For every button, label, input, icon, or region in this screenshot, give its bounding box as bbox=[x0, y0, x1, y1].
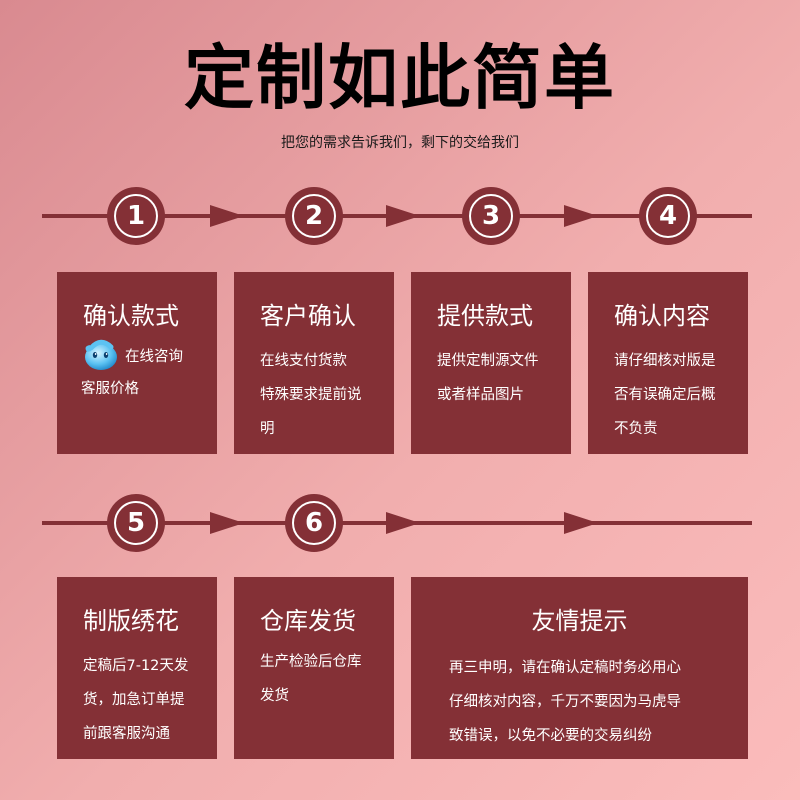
step-5-badge: 5 bbox=[107, 494, 165, 552]
step-number: 3 bbox=[481, 201, 501, 231]
step-line: 在线支付货款 bbox=[260, 353, 347, 369]
step-4-badge: 4 bbox=[639, 187, 697, 245]
step-6-badge: 6 bbox=[285, 494, 343, 552]
step-title: 提供款式 bbox=[437, 302, 533, 330]
page-subtitle: 把您的需求告诉我们，剩下的交给我们 bbox=[281, 135, 519, 151]
step-line: 客服价格 bbox=[81, 381, 139, 397]
flow-arrow bbox=[210, 205, 244, 227]
step-description: 请仔细核对版是 否有误确定后概 不负责 bbox=[614, 344, 734, 446]
step-3-card: 提供款式 提供定制源文件 或者样品图片 bbox=[411, 272, 571, 454]
step-1-card: 确认款式 bbox=[57, 272, 217, 454]
tip-line: 致错误，以免不必要的交易纠纷 bbox=[449, 728, 652, 744]
flow-arrow bbox=[386, 205, 420, 227]
step-title: 确认款式 bbox=[83, 302, 179, 330]
step-number: 1 bbox=[126, 201, 146, 231]
step-description: 定稿后7-12天发 货，加急订单提 前跟客服沟通 bbox=[83, 649, 203, 751]
step-line: 提供定制源文件 bbox=[437, 353, 539, 369]
step-4-card: 确认内容 请仔细核对版是 否有误确定后概 不负责 bbox=[588, 272, 748, 454]
step-3-badge: 3 bbox=[462, 187, 520, 245]
step-line: 请仔细核对版是 bbox=[614, 353, 716, 369]
step-line: 不负责 bbox=[614, 421, 658, 437]
process-flow-row-2: 5 6 bbox=[0, 493, 800, 553]
flow-arrow bbox=[564, 512, 598, 534]
flow-arrow bbox=[210, 512, 244, 534]
step-2-card: 客户确认 在线支付货款 特殊要求提前说 明 bbox=[234, 272, 394, 454]
step-1-badge: 1 bbox=[107, 187, 165, 245]
step-line: 明 bbox=[260, 421, 275, 437]
step-description: 在线支付货款 特殊要求提前说 明 bbox=[260, 344, 380, 446]
flow-arrow bbox=[564, 205, 598, 227]
tip-line: 仔细核对内容，千万不要因为马虎导 bbox=[449, 694, 681, 710]
step-description: 生产检验后仓库 发货 bbox=[260, 645, 380, 713]
step-line: 在线咨询 bbox=[125, 349, 183, 365]
step-line: 或者样品图片 bbox=[437, 387, 524, 403]
process-flow-row-1: 1 2 3 4 bbox=[0, 186, 800, 246]
step-line: 货，加急订单提 bbox=[83, 692, 185, 708]
step-6-card: 仓库发货 生产检验后仓库 发货 bbox=[234, 577, 394, 759]
friendly-tip-card: 友情提示 再三申明，请在确认定稿时务必用心 仔细核对内容，千万不要因为马虎导 致… bbox=[411, 577, 748, 759]
step-line: 特殊要求提前说 bbox=[260, 387, 362, 403]
step-line: 前跟客服沟通 bbox=[83, 726, 170, 742]
flow-arrow bbox=[386, 512, 420, 534]
step-line: 发货 bbox=[260, 688, 289, 704]
step-title: 制版绣花 bbox=[83, 607, 179, 635]
tip-title: 友情提示 bbox=[531, 607, 628, 635]
step-line: 生产检验后仓库 bbox=[260, 654, 362, 670]
step-title: 仓库发货 bbox=[260, 607, 356, 635]
step-line: 否有误确定后概 bbox=[614, 387, 716, 403]
step-description: 提供定制源文件 或者样品图片 bbox=[437, 344, 557, 412]
step-title: 客户确认 bbox=[260, 302, 356, 330]
step-number: 4 bbox=[658, 201, 678, 231]
step-number: 6 bbox=[304, 508, 324, 538]
qq-penguin-icon bbox=[81, 338, 119, 370]
tip-description: 再三申明，请在确认定稿时务必用心 仔细核对内容，千万不要因为马虎导 致错误，以免… bbox=[449, 651, 718, 753]
step-description: 在线咨询 客服价格 bbox=[81, 338, 203, 404]
step-2-badge: 2 bbox=[285, 187, 343, 245]
step-line: 定稿后7-12天发 bbox=[83, 658, 189, 674]
step-number: 5 bbox=[126, 508, 146, 538]
step-number: 2 bbox=[304, 201, 324, 231]
tip-line: 再三申明，请在确认定稿时务必用心 bbox=[449, 660, 681, 676]
step-title: 确认内容 bbox=[614, 302, 710, 330]
step-5-card: 制版绣花 定稿后7-12天发 货，加急订单提 前跟客服沟通 bbox=[57, 577, 217, 759]
page-title: 定制如此简单 bbox=[184, 37, 616, 119]
